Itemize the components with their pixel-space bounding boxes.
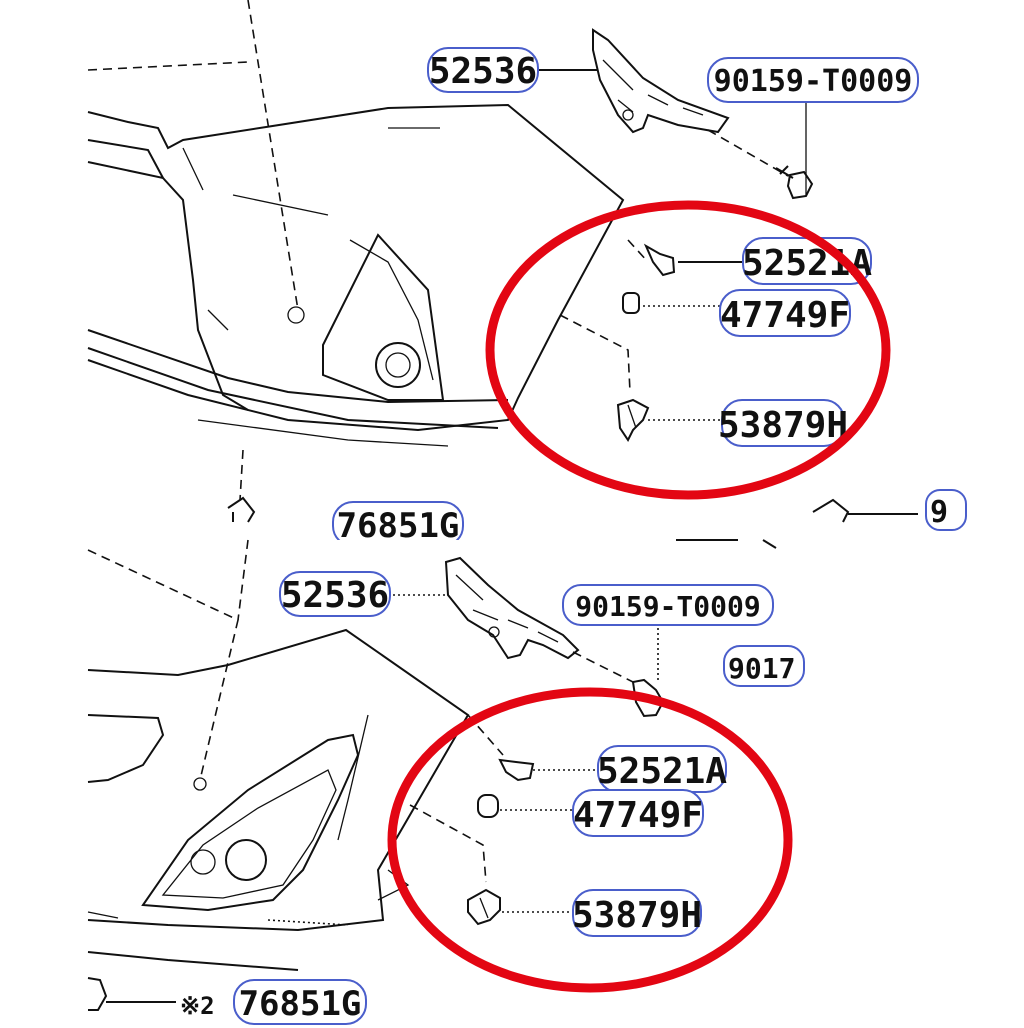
label-52536: 52536	[427, 47, 539, 93]
bracket-part	[444, 556, 580, 660]
label-52521A: 52521A	[742, 237, 872, 285]
label-47749F: 47749F	[572, 789, 704, 837]
svg-text:90159-T0009: 90159-T0009	[575, 590, 760, 623]
label-partial-right: 9	[925, 489, 967, 531]
svg-text:47749F: 47749F	[720, 295, 850, 336]
label-9017-partial: 9017	[723, 645, 805, 687]
reference-line	[572, 651, 634, 683]
svg-text:9017: 9017	[728, 652, 795, 685]
label-47749F: 47749F	[719, 289, 851, 337]
label-layer-top: 52536 90159-T0009 52521A 47749F 53879H 7…	[332, 47, 967, 547]
fastener-part	[676, 539, 777, 549]
svg-text:53879H: 53879H	[718, 405, 848, 446]
label-layer-bottom: 52536 90159-T0009 9017 52521A 47749F 538…	[180, 571, 805, 1025]
fastener-part	[227, 496, 256, 523]
diagram-panel-bottom: 52536 90159-T0009 9017 52521A 47749F 538…	[87, 539, 805, 1025]
label-52521A: 52521A	[597, 745, 727, 793]
label-53879H: 53879H	[572, 889, 702, 937]
bumper-body	[87, 103, 625, 447]
svg-text:9: 9	[930, 495, 948, 530]
diagram-panel-top: 52536 90159-T0009 52521A 47749F 53879H 7…	[87, 0, 967, 547]
svg-text:76851G: 76851G	[337, 506, 460, 546]
svg-text:52521A: 52521A	[742, 243, 872, 284]
fastener-part	[87, 977, 108, 1011]
svg-text:76851G: 76851G	[239, 984, 362, 1024]
reference-line	[87, 61, 249, 71]
note-mark: ※2	[180, 992, 215, 1020]
svg-text:52536: 52536	[429, 51, 537, 92]
svg-text:52521A: 52521A	[597, 751, 727, 792]
label-90159-T0009: 90159-T0009	[562, 584, 774, 626]
screw-part	[775, 100, 814, 200]
reference-line	[239, 449, 244, 501]
svg-text:47749F: 47749F	[573, 795, 703, 836]
label-76851G: 76851G	[233, 979, 367, 1025]
label-52536: 52536	[279, 571, 391, 617]
reference-line	[707, 129, 789, 177]
fastener-part	[812, 498, 918, 523]
svg-text:90159-T0009: 90159-T0009	[714, 64, 913, 99]
reference-line	[247, 0, 299, 311]
svg-text:52536: 52536	[281, 575, 389, 616]
reference-line	[237, 539, 249, 621]
svg-text:53879H: 53879H	[572, 895, 702, 936]
bracket-part	[592, 28, 730, 134]
label-90159-T0009: 90159-T0009	[707, 57, 919, 103]
label-76851G-partial: 76851G	[332, 501, 464, 547]
label-53879H: 53879H	[718, 399, 848, 447]
